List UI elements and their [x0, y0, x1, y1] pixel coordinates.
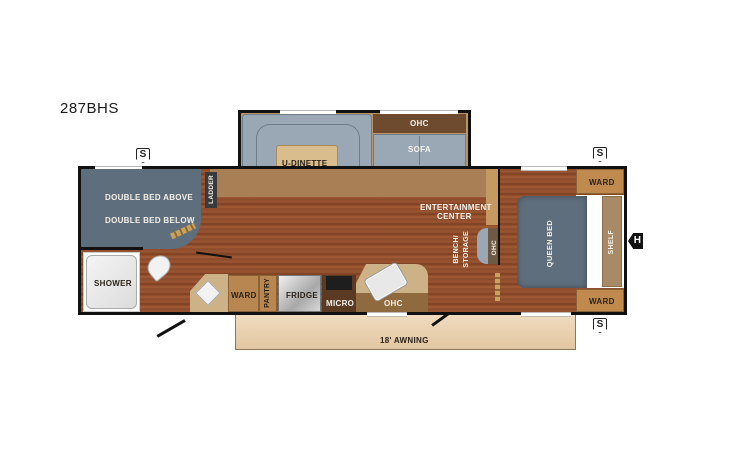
slideout-ohc — [373, 114, 466, 133]
shelf-label: SHELF — [608, 230, 615, 255]
dinette-label: U-DINETTE — [282, 159, 328, 168]
entertainment-center-cabinet — [486, 169, 498, 225]
slide-marker-icon: S — [593, 318, 607, 333]
bedroom-steps — [495, 273, 500, 301]
window-kitchen — [367, 312, 407, 317]
ward-bottom-label: WARD — [589, 297, 615, 306]
ward-top-label: WARD — [589, 178, 615, 187]
sofa-cushion-divider — [419, 136, 420, 165]
sofa-label: SOFA — [408, 145, 431, 154]
entry-door — [156, 319, 186, 338]
u-dinette-back — [256, 124, 360, 184]
ward-kitchen-label: WARD — [231, 291, 257, 300]
fridge — [278, 275, 321, 312]
ward-kitchen — [228, 275, 259, 312]
ward-bedroom-top — [576, 169, 624, 194]
bench-label: BENCH/ — [453, 235, 460, 264]
slideout-ohc-label: OHC — [410, 119, 429, 128]
bunk-label-below: DOUBLE BED BELOW — [105, 216, 195, 225]
living-ohc — [488, 228, 499, 264]
entertainment-label-2: CENTER — [437, 212, 472, 221]
ward-bedroom-bottom — [576, 289, 624, 312]
shower-pan — [86, 255, 137, 309]
window-bedroom-bottom — [521, 312, 571, 317]
micro-label: MICRO — [326, 299, 355, 308]
slide-marker-icon: S — [136, 148, 150, 163]
pantry — [259, 275, 277, 312]
slideout-floor-strip — [210, 169, 500, 197]
shelf — [602, 196, 622, 287]
pantry-label: PANTRY — [264, 278, 271, 308]
bunk-bed — [81, 169, 201, 249]
bedroom-wall — [498, 169, 500, 265]
stovetop — [326, 276, 352, 290]
shower-label: SHOWER — [94, 279, 132, 288]
model-name: 287BHS — [60, 100, 119, 117]
bunk-divider — [81, 247, 143, 250]
fridge-label: FRIDGE — [286, 291, 319, 300]
queen-bed-label: QUEEN BED — [545, 220, 554, 268]
kitchen-ohc-label: OHC — [384, 299, 403, 308]
slide-marker-icon: S — [593, 147, 607, 162]
queen-bed — [517, 196, 587, 288]
hitch-marker-icon: H — [628, 233, 643, 249]
ladder — [205, 172, 217, 208]
ladder-label: LADDER — [208, 175, 215, 204]
storage-label: STORAGE — [463, 231, 470, 268]
window-bedroom-top — [521, 166, 567, 171]
awning-label: 18' AWNING — [380, 336, 429, 345]
bunk-label-above: DOUBLE BED ABOVE — [105, 193, 194, 202]
entertainment-label-1: ENTERTAINMENT — [420, 203, 492, 212]
